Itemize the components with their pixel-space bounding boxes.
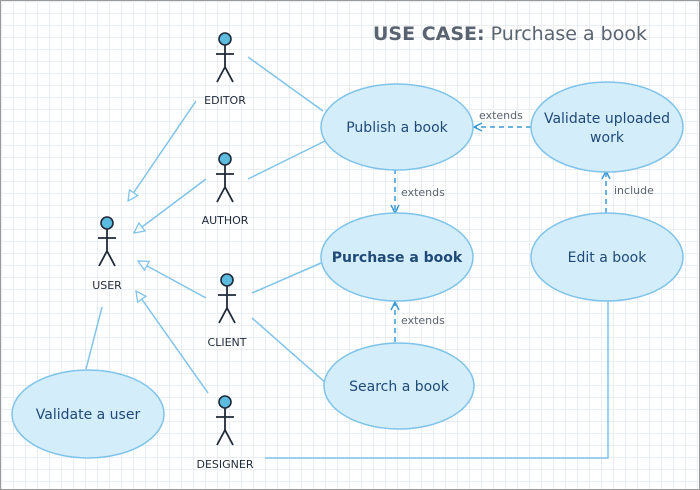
author-label: AUTHOR [202, 214, 249, 227]
actor-editor[interactable]: EDITOR [204, 32, 246, 107]
actor-head-icon [218, 395, 232, 409]
validate-upload-label-2: work [590, 130, 625, 146]
actor-head-icon [218, 32, 232, 46]
include-label: include [614, 184, 654, 197]
use-case-publish[interactable]: Publish a book [320, 83, 474, 171]
publish-label: Publish a book [346, 120, 448, 136]
assoc-editor-publish [247, 56, 324, 112]
designer-label: DESIGNER [197, 458, 254, 471]
actor-figure-icon [216, 165, 234, 203]
gen-editor-user [128, 100, 197, 201]
actor-head-icon [218, 152, 232, 166]
actor-figure-icon [98, 229, 116, 267]
use-case-edit[interactable]: Edit a book [530, 212, 684, 302]
actor-client[interactable]: CLIENT [208, 273, 247, 349]
diagram-title: USE CASE: Purchase a book [373, 23, 647, 45]
use-case-purchase[interactable]: Purchase a book [320, 212, 474, 302]
actor-figure-icon [216, 408, 234, 446]
search-label: Search a book [349, 379, 450, 395]
title-rest: Purchase a book [485, 23, 647, 45]
assoc-user-validate [85, 306, 103, 370]
assoc-client-search [251, 317, 328, 385]
editor-label: EDITOR [204, 94, 246, 107]
actor-author[interactable]: AUTHOR [202, 152, 249, 227]
edit-label: Edit a book [568, 250, 648, 266]
use-case-validate-uploaded-work[interactable]: Validate uploaded work [530, 81, 684, 173]
assoc-designer-edit [265, 300, 609, 459]
gen-designer-user [136, 291, 209, 394]
actor-figure-icon [216, 45, 234, 83]
purchase-label: Purchase a book [332, 250, 463, 266]
title-bold: USE CASE: [373, 23, 485, 45]
gen-client-user [138, 261, 207, 299]
validate-upload-label-1: Validate uploaded [544, 111, 670, 127]
actor-designer[interactable]: DESIGNER [197, 395, 254, 471]
user-label: USER [92, 279, 122, 292]
client-label: CLIENT [208, 336, 247, 349]
validate-user-label: Validate a user [36, 407, 141, 423]
extends-label-3: extends [401, 314, 445, 327]
assoc-client-purchase [251, 262, 322, 294]
actor-figure-icon [218, 286, 236, 324]
gen-author-user [134, 178, 207, 233]
actor-head-icon [220, 273, 234, 287]
actor-user[interactable]: USER [92, 216, 122, 292]
assoc-author-publish [247, 140, 326, 180]
actor-head-icon [100, 216, 114, 230]
extends-label-2: extends [401, 186, 445, 199]
extends-label-1: extends [479, 109, 523, 122]
use-case-validate-user[interactable]: Validate a user [11, 369, 165, 459]
use-case-search[interactable]: Search a book [323, 342, 475, 430]
